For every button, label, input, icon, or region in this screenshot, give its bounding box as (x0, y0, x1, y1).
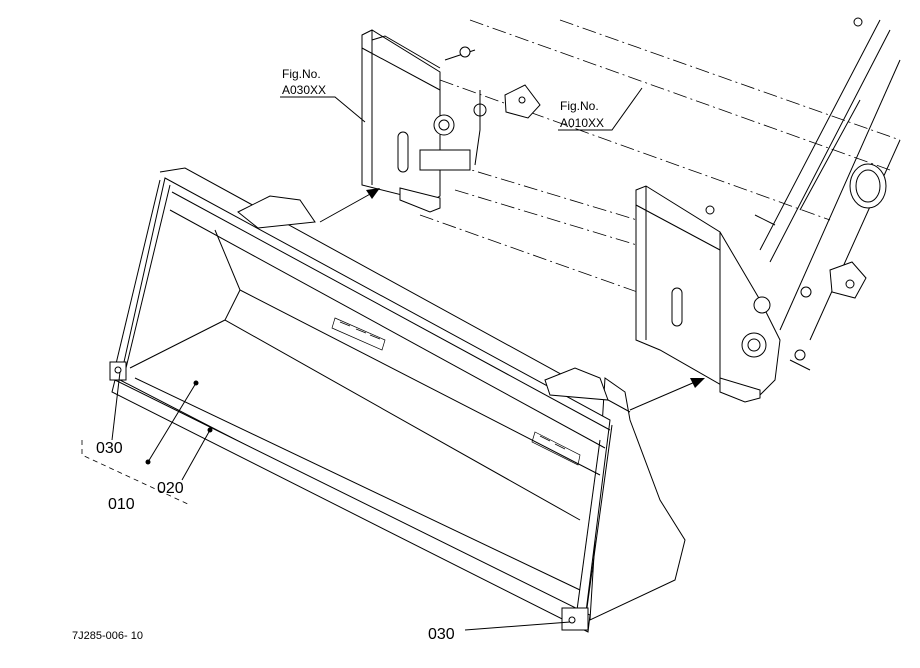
bucket-logo-back (331, 317, 386, 351)
left-mount-bracket (361, 29, 487, 213)
fig-ref-left-line1: Fig.No. (282, 67, 321, 81)
callout-020: 020 (157, 480, 184, 497)
callout-030-bottom: 030 (428, 626, 455, 643)
arrow-head-left (366, 188, 380, 199)
arrow-head-right (690, 378, 705, 388)
loader-arm (504, 17, 901, 341)
fig-ref-right-line1: Fig.No. (560, 99, 599, 113)
fig-ref-right-line2: A010XX (560, 116, 604, 130)
callout-leaders (81, 371, 571, 631)
fig-ref-left-line2: A030XX (282, 83, 326, 97)
bucket-logo-side (531, 431, 581, 466)
callout-010: 010 (108, 496, 135, 513)
drawing-code: 7J285-006- 10 (72, 630, 143, 642)
fig-ref-leaders (280, 87, 643, 131)
bucket (109, 167, 686, 633)
assembly-arrows (319, 188, 705, 411)
right-mount-bracket (635, 185, 811, 403)
callout-030-top: 030 (96, 440, 123, 457)
